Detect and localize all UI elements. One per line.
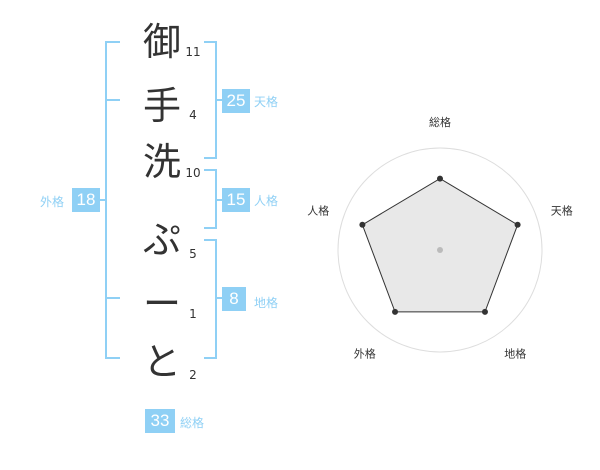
- chikaku-value: 8: [222, 287, 246, 311]
- radar-data-polygon: [361, 178, 519, 313]
- stroke-count-3: 10: [185, 166, 201, 180]
- soukaku-value: 33: [145, 409, 175, 433]
- radar-axis-label-0: 総格: [429, 115, 451, 129]
- radar-axis-label-3: 外格: [354, 347, 376, 361]
- stroke-count-2: 4: [189, 108, 197, 122]
- jinkaku-label: 人格: [254, 194, 279, 208]
- stroke-count-6: 2: [189, 368, 197, 382]
- name-char-2: 手: [142, 84, 181, 128]
- radar-axis-label-1: 天格: [551, 203, 573, 217]
- name-char-1: 御: [142, 20, 181, 64]
- radar-center-dot: [437, 247, 443, 253]
- tenkaku-value: 25: [222, 89, 250, 113]
- name-char-4: ぷ: [142, 218, 181, 262]
- stroke-count-4: 5: [189, 247, 197, 261]
- radar-axis-label-2: 地格: [504, 347, 526, 361]
- chikaku-label: 地格: [254, 296, 279, 310]
- radar-axis-label-4: 人格: [307, 203, 329, 217]
- gaikaku-value: 18: [72, 188, 100, 212]
- radar-point-4: [359, 221, 366, 228]
- jinkaku-value: 15: [222, 188, 250, 212]
- name-char-3: 洗: [142, 140, 181, 184]
- stroke-count-5: 1: [189, 307, 197, 321]
- radar-point-0: [437, 175, 443, 182]
- radar-points: [359, 175, 521, 315]
- stroke-count-1: 11: [185, 45, 201, 59]
- radar-point-1: [514, 221, 521, 228]
- radar-point-2: [481, 308, 488, 315]
- name-char-6: と: [142, 340, 181, 384]
- radar-point-3: [392, 308, 399, 315]
- soukaku-label: 総格: [180, 416, 205, 430]
- name-char-5: ー: [142, 282, 181, 326]
- tenkaku-label: 天格: [254, 95, 279, 109]
- gaikaku-label: 外格: [40, 195, 65, 209]
